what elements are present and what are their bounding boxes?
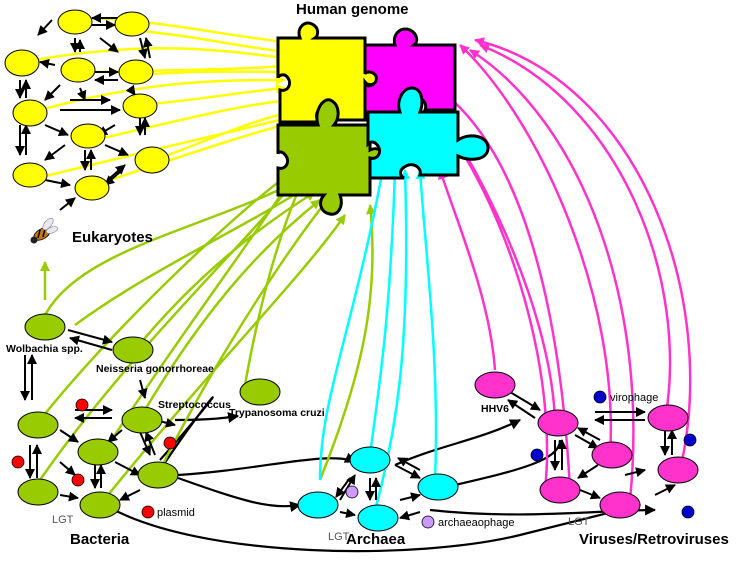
puzzle-piece-yellow <box>276 21 380 124</box>
eukaryote-node <box>70 123 106 149</box>
eukaryote-node <box>122 93 158 119</box>
virus-node <box>647 404 689 432</box>
plasmid-dot <box>11 455 25 469</box>
bacteria-node <box>79 491 121 519</box>
archaea-node <box>349 446 391 474</box>
eukaryote-node <box>74 175 110 201</box>
bacteria-node <box>77 438 119 466</box>
archaeophage-label: archaeaophage <box>438 517 514 529</box>
plasmid-legend-dot <box>141 505 155 519</box>
puzzle-piece-cyan <box>366 86 490 180</box>
plasmid-dot <box>71 473 85 487</box>
eukaryote-node <box>57 9 93 35</box>
bacteria-node <box>17 478 59 506</box>
virophage-dot <box>681 505 695 519</box>
trypanosoma-label: Trypanosoma cruzi <box>229 407 325 419</box>
virus-node <box>657 456 699 484</box>
eukaryote-node <box>60 57 96 83</box>
lgt-bacteria-label: LGT <box>52 514 74 526</box>
archaea-node <box>357 504 399 532</box>
eukaryote-node <box>4 49 40 77</box>
archaea-label: Archaea <box>346 531 406 548</box>
virus-node-hhv6 <box>474 371 516 399</box>
virophage-dot <box>683 433 697 447</box>
bacteria-node <box>17 411 59 439</box>
archaea-transfer-arrows <box>318 99 438 511</box>
puzzle-piece-green <box>276 98 385 216</box>
eukaryote-network <box>4 9 170 244</box>
archaeophage-legend-dot <box>421 515 435 529</box>
eukaryote-node <box>118 59 154 85</box>
virophage-dot <box>530 448 544 462</box>
lgt-archaea-label: LGT <box>328 531 350 543</box>
neisseria-label: Neisseria gonorrhoreae <box>96 363 214 375</box>
archaea-network <box>297 446 459 532</box>
virus-node <box>537 409 579 437</box>
bacteria-node-wolbachia <box>24 313 66 341</box>
bacteria-node-streptococcus <box>121 406 163 434</box>
bacteria-label: Bacteria <box>70 531 130 548</box>
archaeophage-dot <box>345 485 359 499</box>
human-genome-puzzle <box>276 21 490 216</box>
bacteria-node-trypanosoma <box>239 378 281 406</box>
domain-transfer-links <box>104 396 657 553</box>
plasmid-label: plasmid <box>157 507 195 519</box>
eukaryote-node <box>114 11 150 37</box>
archaea-node <box>297 491 339 519</box>
virophage-label: virophage <box>610 392 658 404</box>
streptococcus-label: Streptococcus <box>158 399 231 411</box>
virus-node <box>599 491 641 519</box>
bee-icon <box>30 217 59 244</box>
virus-node <box>539 476 581 504</box>
virus-node <box>591 441 633 469</box>
virophage-legend-dot <box>593 390 607 404</box>
plasmid-dot <box>163 436 177 450</box>
eukaryote-transfer-arrows <box>29 16 311 187</box>
bacteria-network <box>11 313 281 519</box>
wolbachia-label: Wolbachia spp. <box>6 343 83 355</box>
lgt-viruses-label: LGT <box>568 516 590 528</box>
bacteria-node <box>137 461 179 489</box>
hhv6-label: HHV6 <box>481 403 509 415</box>
plasmid-dot <box>75 398 89 412</box>
diagram-title: Human genome <box>296 1 409 18</box>
eukaryote-node <box>12 99 48 127</box>
eukaryotes-label: Eukaryotes <box>72 229 153 246</box>
virus-network <box>474 371 699 519</box>
eukaryote-node <box>134 146 170 174</box>
viruses-label: Viruses/Retroviruses <box>579 531 729 548</box>
archaea-node <box>417 473 459 501</box>
bacteria-node-neisseria <box>112 336 154 364</box>
eukaryote-node <box>12 162 48 188</box>
